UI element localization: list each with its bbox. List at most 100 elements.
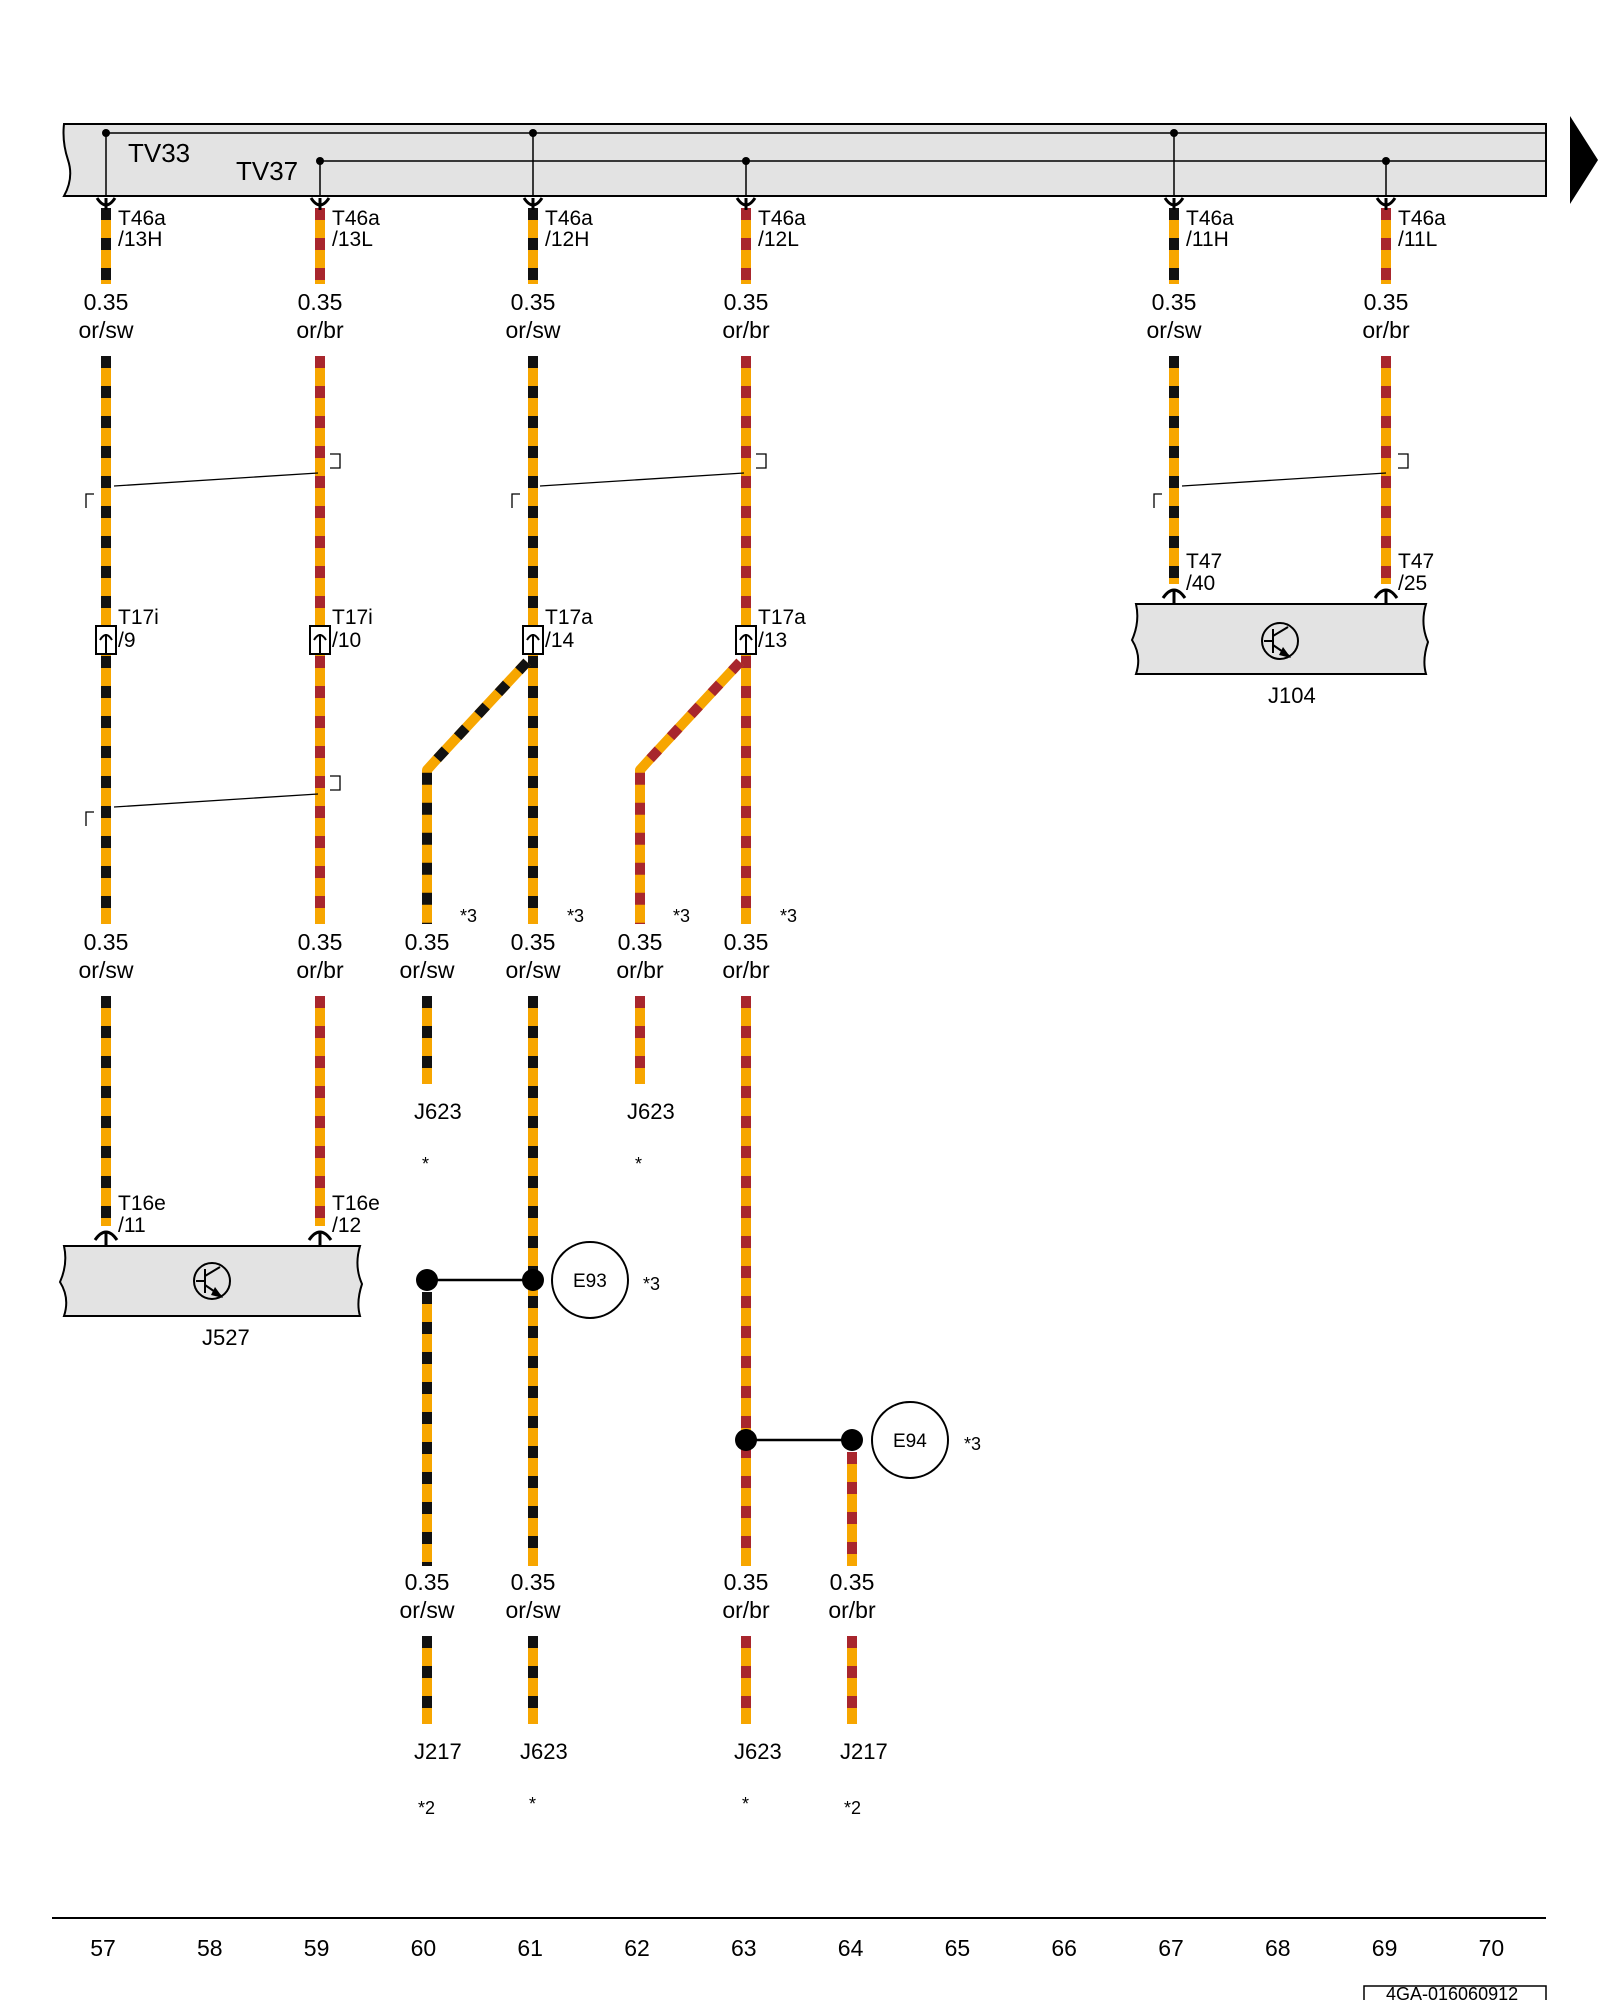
unit-connector-j69: T47/25	[1373, 550, 1434, 604]
wire-size: 0.35	[1364, 289, 1409, 315]
wire-color: or/br	[722, 317, 770, 343]
inline-connector-m57: T17i/9	[95, 606, 159, 655]
connector-pin: /12L	[758, 228, 799, 251]
inline-connectors: T17i/9T17i/10T17a/14T17a/13T47/40T47/25T…	[93, 550, 1434, 1246]
wire-size: 0.35	[1152, 289, 1197, 315]
ref-f63-note: *	[742, 1794, 749, 1814]
connector-name: T46a	[332, 207, 380, 230]
note-63: *3	[780, 906, 797, 926]
connector-name: T47	[1186, 550, 1222, 573]
unit-connector-j67: T47/40	[1161, 550, 1222, 604]
wire-color: or/br	[296, 957, 344, 983]
axis-number: 66	[1051, 1935, 1077, 1961]
connector-pin: /12	[332, 1214, 361, 1237]
twisted-pair-markers	[85, 453, 1409, 826]
connector-name: T46a	[545, 207, 593, 230]
connector-name: T47	[1398, 550, 1434, 573]
bus-taps	[102, 129, 1390, 196]
wire-size: 0.35	[511, 289, 556, 315]
wire-color: or/sw	[79, 957, 134, 983]
wire-labels: 0.35or/sw0.35or/br0.35or/sw0.35or/br0.35…	[79, 289, 1410, 1623]
axis-number: 57	[90, 1935, 116, 1961]
connector-name: T17a	[545, 606, 593, 629]
connector-name: T46a	[1398, 207, 1446, 230]
control-unit-j104: J104	[1130, 603, 1430, 708]
wire-size: 0.35	[298, 929, 343, 955]
connector-pin: /13	[758, 629, 787, 652]
connector-name: T17i	[118, 606, 159, 629]
end-references: J623 * J623 * J217 *2 J623 * J623 * J217…	[414, 1099, 888, 1818]
inline-connector-m61: T17a/14	[522, 606, 593, 655]
connector-c57: T46a/13H	[95, 197, 166, 251]
connector-c67: T46a/11H	[1163, 197, 1234, 251]
connector-pin: /25	[1398, 572, 1427, 595]
note-60: *3	[460, 906, 477, 926]
wire-color: or/sw	[506, 1597, 561, 1623]
wire-color: or/sw	[400, 1597, 455, 1623]
axis-number: 59	[304, 1935, 330, 1961]
unit-connector-b59: T16e/12	[307, 1192, 380, 1246]
connector-c69: T46a/11L	[1375, 197, 1446, 251]
e93-label: E93	[573, 1271, 607, 1292]
ref-e60-note: *	[422, 1154, 429, 1174]
ref-e60-label: J623	[414, 1099, 462, 1124]
connector-c63: T46a/12L	[735, 197, 806, 251]
inline-connector-m59: T17i/10	[309, 606, 373, 655]
wire-60-branch	[422, 658, 531, 924]
continue-arrow-icon	[1570, 116, 1598, 204]
connector-c59: T46a/13L	[309, 197, 380, 251]
connector-c61: T46a/12H	[522, 197, 593, 251]
wire-color: or/br	[616, 957, 664, 983]
splice-e93: E93 *3	[416, 1241, 660, 1319]
wire-size: 0.35	[724, 929, 769, 955]
connector-pin: /11H	[1186, 228, 1229, 251]
axis-number: 60	[411, 1935, 437, 1961]
connector-pin: /11	[118, 1214, 146, 1237]
unit-connector-b57: T16e/11	[93, 1192, 166, 1246]
axis-number: 58	[197, 1935, 223, 1961]
connector-pin: /40	[1186, 572, 1215, 595]
axis-number: 63	[731, 1935, 757, 1961]
ref-e62-label: J623	[627, 1099, 675, 1124]
connector-pin: /11L	[1398, 228, 1437, 251]
axis-number: 62	[624, 1935, 650, 1961]
connector-pin: /12H	[545, 228, 589, 251]
e94-note: *3	[964, 1434, 981, 1454]
axis-number: 69	[1372, 1935, 1398, 1961]
wire-size: 0.35	[298, 289, 343, 315]
axis-number: 67	[1158, 1935, 1184, 1961]
can-bus-bar: TV33 TV37	[62, 116, 1598, 204]
j527-label: J527	[202, 1325, 250, 1350]
e93-note: *3	[643, 1274, 660, 1294]
connector-name: T17i	[332, 606, 373, 629]
reference-code: 4GA-016060912	[1386, 1984, 1518, 2000]
wire-color: or/sw	[400, 957, 455, 983]
splice-e94: E94 *3	[735, 1401, 981, 1479]
connector-pin: /9	[118, 629, 136, 652]
wire-size: 0.35	[405, 1569, 450, 1595]
wire-size: 0.35	[84, 929, 129, 955]
connector-name: T16e	[332, 1192, 380, 1215]
bus-label-tv33: TV33	[128, 138, 190, 168]
wire-color: or/br	[722, 1597, 770, 1623]
wire-color: or/sw	[1147, 317, 1202, 343]
note-62: *3	[673, 906, 690, 926]
connector-pin: /13H	[118, 228, 162, 251]
axis-number: 64	[838, 1935, 864, 1961]
ref-f61-note: *	[529, 1794, 536, 1814]
bus-connectors: T46a/13HT46a/13LT46a/12HT46a/12LT46a/11H…	[95, 197, 1446, 251]
